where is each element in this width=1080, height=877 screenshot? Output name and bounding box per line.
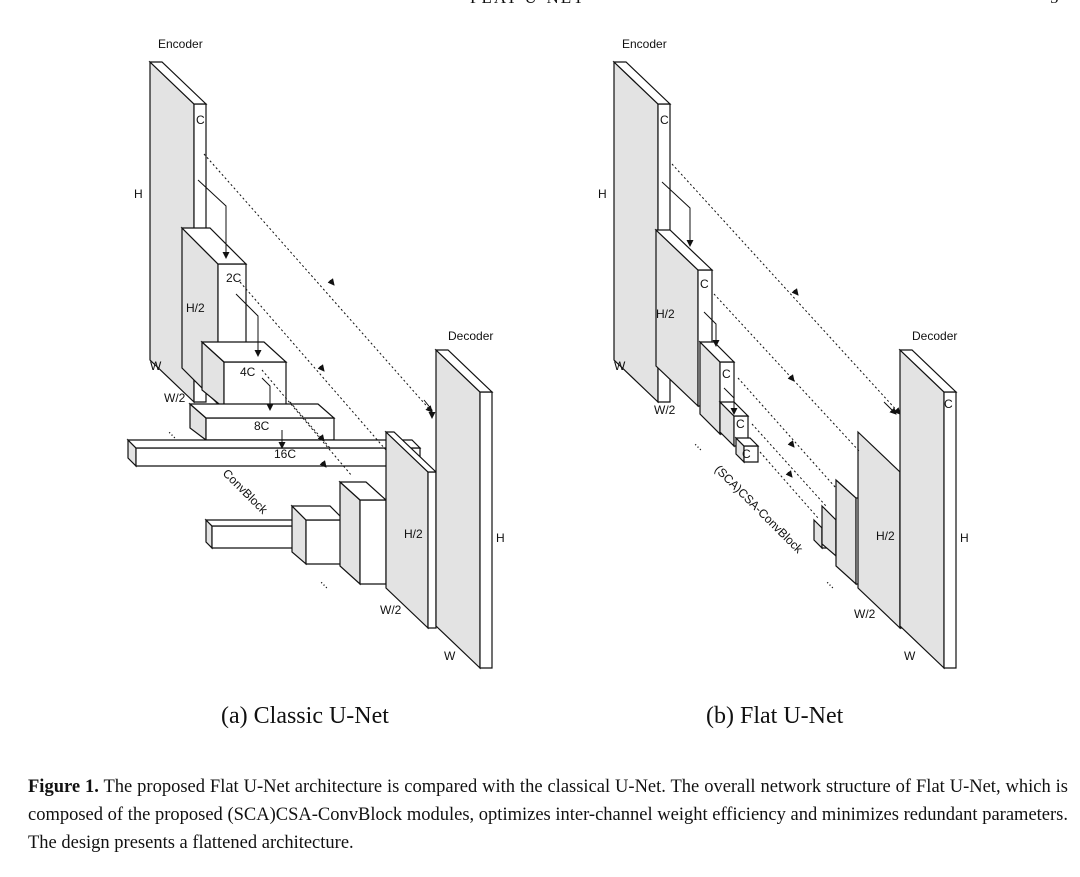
page-number: 5 [1050,0,1061,8]
convblock-label: ConvBlock [220,466,271,517]
upsample-arrow-1 [423,399,436,419]
flat-channel-label-c5: C [742,447,751,461]
bottleneck-block [126,438,422,468]
flat-decoder-height-label-h2: H/2 [876,529,895,543]
channel-label-8c: 8C [254,419,270,433]
downsample-arrow-3 [261,377,274,411]
running-head: FLAT U-NET 5 [0,0,1080,8]
decoder-block-1 [434,348,494,670]
flat-width-label-w: W [614,359,626,373]
encoder-block-4 [188,402,336,442]
subcaption-b: (b) Flat U-Net [706,703,844,729]
flat-skip-connection-3 [737,377,837,489]
downsample-arrow-2 [235,293,262,357]
panel-a-classic-unet: Encoder C H H/2 2C W 4C W/2 8C 16C ... C… [126,37,505,670]
flat-decoder-label: Decoder [912,329,957,343]
flat-ellipsis-bottom: ... [824,574,841,591]
skip-connection-2 [239,281,387,451]
flat-width-label-w2: W/2 [654,403,676,417]
flat-decoder-channel-label-c: C [944,397,953,411]
flat-decoder-block-1 [898,348,958,670]
flat-encoder-block-2 [654,228,714,408]
panel-b-flat-unet: Encoder C H C H/2 C W C C W/2 ... (SCA)C… [598,37,969,670]
flat-downsample-arrow-3 [723,387,738,415]
encoder-label: Encoder [158,37,203,51]
flat-channel-label-c2: C [700,277,709,291]
flat-decoder-height-label-h: H [960,531,969,545]
flat-channel-label-c4: C [736,417,745,431]
decoder-width-label-w: W [444,649,456,663]
figure-label: Figure 1. [28,777,99,797]
architecture-figure: Encoder C H H/2 2C W 4C W/2 8C 16C ... C… [126,37,969,670]
flat-decoder-block-3 [835,478,861,586]
flat-channel-label-c3: C [722,367,731,381]
flat-ellipsis-left: ... [692,436,709,453]
flat-skip-connection-5 [759,451,819,519]
flat-decoder-width-label-w2: W/2 [854,607,876,621]
skip-connection-1 [203,153,433,413]
decoder-height-label-h: H [496,531,505,545]
sca-csa-convblock-label: (SCA)CSA-ConvBlock [712,462,807,557]
height-label-h: H [134,187,143,201]
width-label-w: W [150,359,162,373]
flat-encoder-block-5 [734,436,760,464]
decoder-stub-block [204,518,312,550]
decoder-height-label-h2: H/2 [404,527,423,541]
figure-caption: Figure 1. The proposed Flat U-Net archit… [28,773,1068,857]
height-label-h2: H/2 [186,301,205,315]
flat-encoder-label: Encoder [622,37,667,51]
flat-downsample-arrow-1 [661,181,694,247]
flat-channel-label-c1: C [660,113,669,127]
ellipsis-bottom-a: ... [318,574,335,591]
flat-downsample-arrow-2 [703,311,720,347]
figure-caption-text: The proposed Flat U-Net architecture is … [28,777,1068,853]
decoder-width-label-w2: W/2 [380,603,402,617]
flat-decoder-width-label-w: W [904,649,916,663]
width-label-w2: W/2 [164,391,186,405]
downsample-arrow-1 [197,179,230,259]
running-title: FLAT U-NET [470,0,586,8]
channel-label-2c: 2C [226,271,242,285]
flat-height-label-h: H [598,187,607,201]
flat-skip-connection-4 [751,423,827,507]
decoder-block-4 [290,504,346,566]
flat-height-label-h2: H/2 [656,307,675,321]
subcaption-a: (a) Classic U-Net [221,703,389,729]
ellipsis-left-a: ... [166,424,183,441]
channel-label-4c: 4C [240,365,256,379]
skip-connection-3 [261,369,353,477]
channel-label-c: C [196,113,205,127]
decoder-label: Decoder [448,329,493,343]
decoder-block-3 [338,480,388,586]
decoder-block-2 [384,430,438,630]
channel-label-16c: 16C [274,447,296,461]
